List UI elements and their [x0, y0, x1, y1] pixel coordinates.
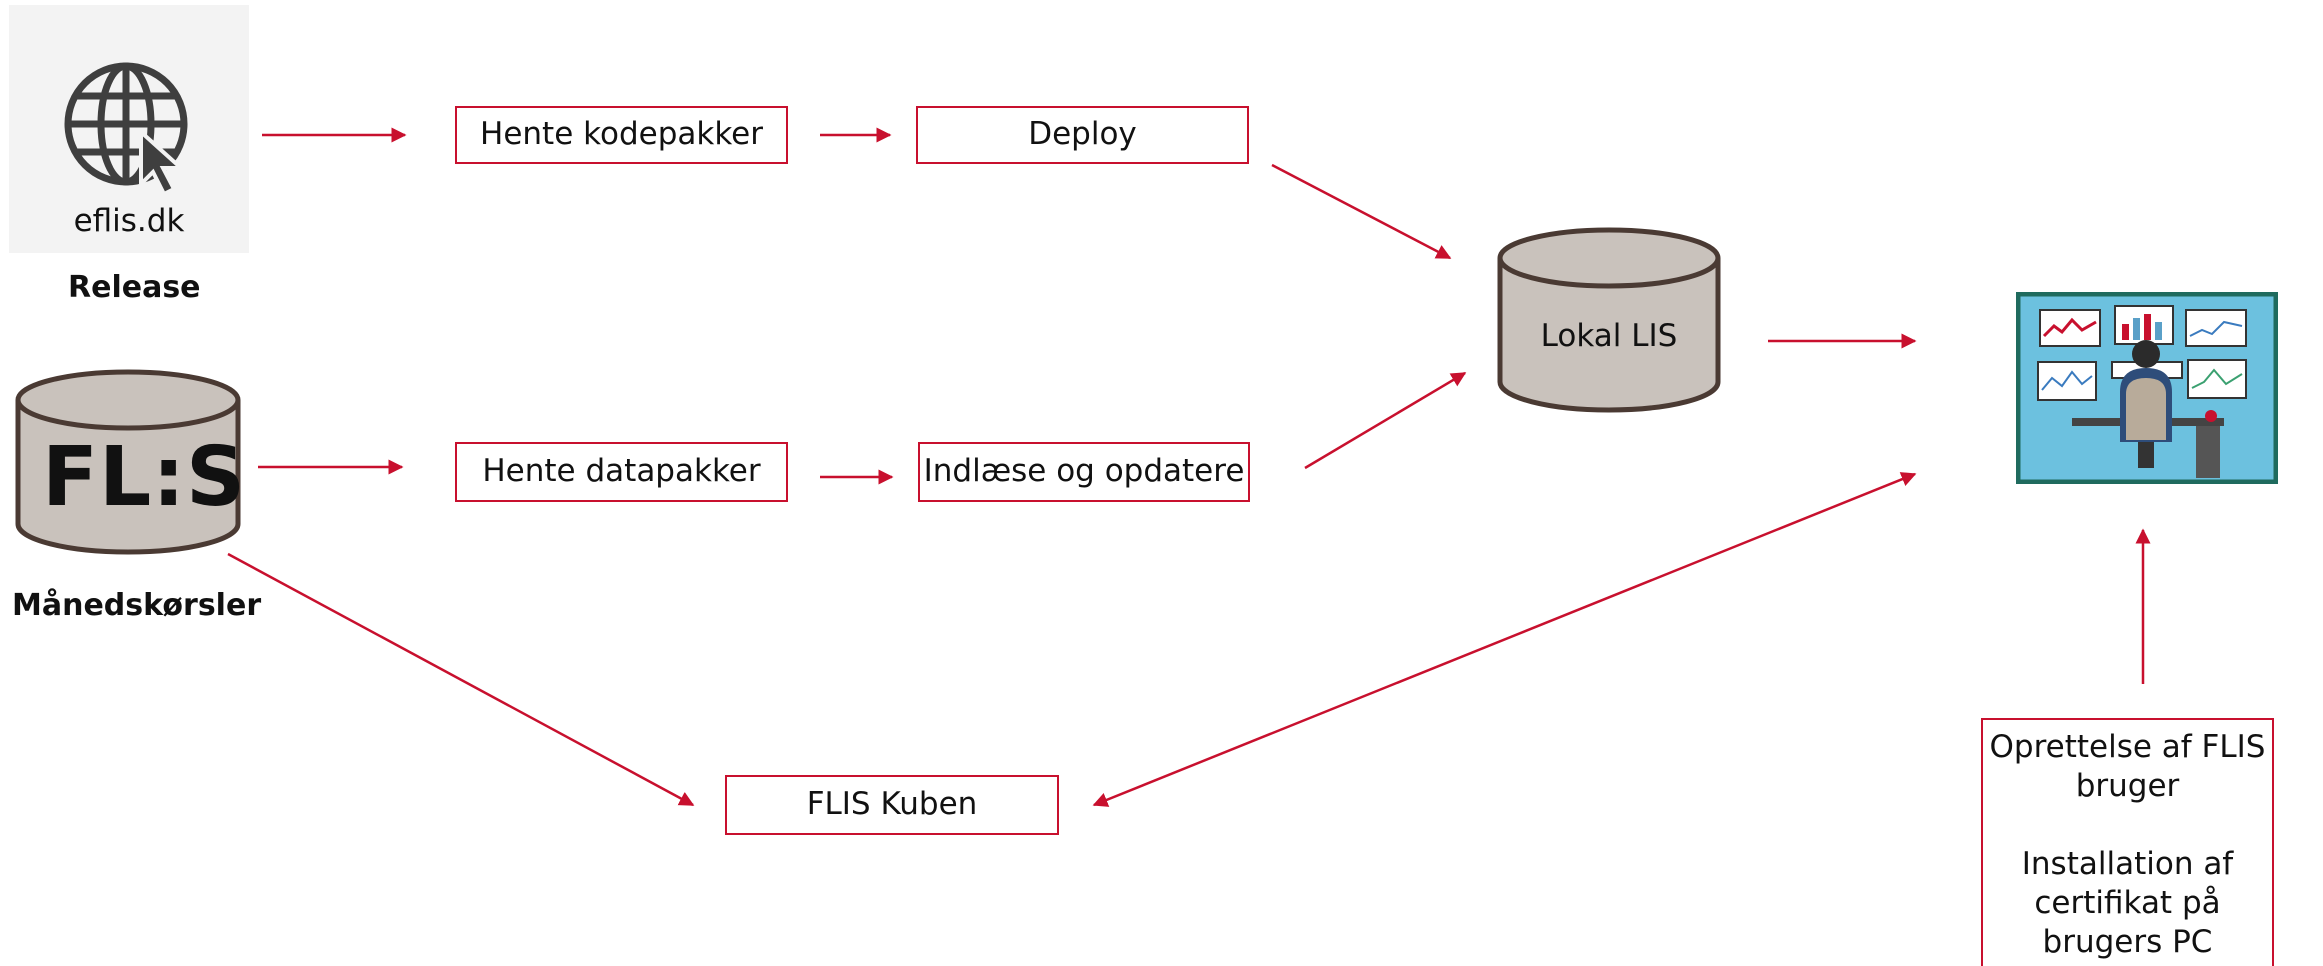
note-install-certificate: Installation af certifikat på brugers PC [2021, 846, 2234, 960]
arrow-flis-to-cube [227, 552, 695, 807]
eflis-site-label: eflis.dk [73, 203, 185, 239]
local-lis-database-icon [1497, 227, 1721, 413]
local-lis-label: Lokal LIS [1540, 318, 1678, 354]
flis-cube-box: FLIS Kuben [725, 775, 1059, 835]
flis-database-icon [15, 369, 241, 555]
globe-cursor-icon [64, 62, 188, 197]
user-setup-note: Oprettelse af FLIS bruger Installation a… [1981, 718, 2274, 966]
step-fetch-code-packages: Hente kodepakker [455, 106, 788, 164]
arrow-cube-user-bidirectional [1092, 472, 1917, 807]
arrow-load-to-local-lis [1304, 371, 1467, 470]
step-load-and-update: Indlæse og opdatere [918, 442, 1250, 502]
release-caption: Release [68, 270, 201, 305]
step-deploy: Deploy [916, 106, 1249, 164]
monthly-caption: Månedskørsler [12, 588, 262, 623]
note-create-user: Oprettelse af FLIS bruger [1989, 729, 2266, 804]
analyst-dashboard-icon [2016, 292, 2278, 484]
release-source-tile: eflis.dk [9, 5, 249, 253]
step-fetch-data-packages: Hente datapakker [455, 442, 788, 502]
flis-logo: FL:S [42, 430, 247, 525]
arrow-deploy-to-local-lis [1271, 163, 1452, 260]
